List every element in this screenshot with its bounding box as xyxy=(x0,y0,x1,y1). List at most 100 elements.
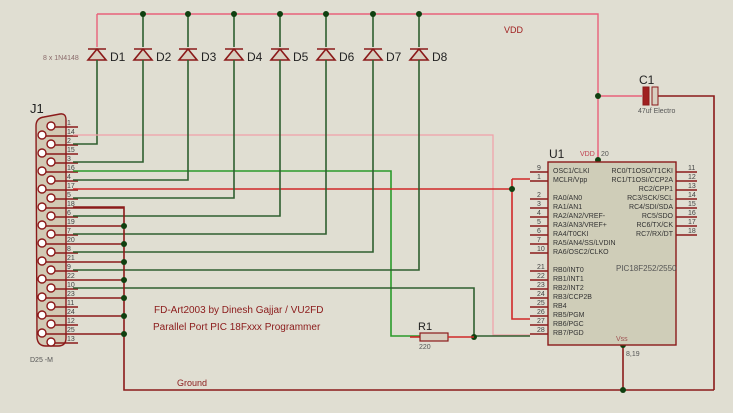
u1-pin-name: RA6/OSC2/CLKO xyxy=(553,249,609,256)
connector-pin-hole xyxy=(46,139,56,149)
u1-pin-name: RC1/T1OSI/CCP2A xyxy=(612,177,674,184)
wire-pin4-d3 xyxy=(73,60,189,181)
u1-pin-name: RC3/SCK/SCL xyxy=(627,195,673,202)
u1-pin-number: 22 xyxy=(537,273,545,280)
connector-pin-hole xyxy=(37,292,47,302)
connector-pin-number: 6 xyxy=(67,210,71,217)
wire-pin14-pgc xyxy=(73,134,530,336)
u1-pin-name: RC4/SDI/SDA xyxy=(629,204,673,211)
junction-dot xyxy=(140,11,146,17)
u1-vdd-pin: 20 xyxy=(601,151,609,158)
wire-pin16-r1 xyxy=(73,170,420,337)
u1-pin-name: RB7/PGD xyxy=(553,330,584,337)
diode-d5 xyxy=(269,14,291,61)
connector-pin-hole xyxy=(46,301,56,311)
connector-pin-hole xyxy=(46,337,56,347)
diode-part-note: 8 x 1N4148 xyxy=(43,55,79,62)
u1-pin-name: RA3/AN3/VREF+ xyxy=(553,222,607,229)
db25-connector: 1142153164175186197208219221023112412251… xyxy=(35,113,78,347)
connector-pin-number: 23 xyxy=(67,291,75,298)
u1-pin-number: 14 xyxy=(688,192,696,199)
u1-pin-number: 6 xyxy=(537,228,541,235)
wire-pin7-d6 xyxy=(73,60,327,235)
u1-ref: U1 xyxy=(549,147,565,161)
u1-pin-name: RB3/CCP2B xyxy=(553,294,592,301)
diode-label: D8 xyxy=(432,50,448,64)
u1-pin-name: RB2/INT2 xyxy=(553,285,584,292)
junction-dot xyxy=(121,295,127,301)
u1-pin-name: RB0/INT0 xyxy=(553,267,584,274)
u1-pin-name: RA2/AN2/VREF- xyxy=(553,213,606,220)
connector-pin-hole xyxy=(46,265,56,275)
u1-pin-number: 10 xyxy=(537,246,545,253)
u1-pin-name: RA1/AN1 xyxy=(553,204,582,211)
connector-pin-hole xyxy=(46,229,56,239)
connector-pin-number: 25 xyxy=(67,327,75,334)
title-line-2: Parallel Port PIC 18Fxxx Programmer xyxy=(153,322,321,333)
u1-pin-number: 9 xyxy=(537,165,541,172)
u1-pin-number: 5 xyxy=(537,219,541,226)
connector-pin-number: 10 xyxy=(67,282,75,289)
resistor-r1 xyxy=(410,332,474,342)
junction-dot xyxy=(121,241,127,247)
connector-pin-number: 8 xyxy=(67,246,71,253)
wire-pin2-d1 xyxy=(73,60,98,145)
connector-pin-number: 3 xyxy=(67,156,71,163)
connector-pin-number: 11 xyxy=(67,300,74,307)
wire-pin9-d8 xyxy=(73,60,420,271)
connector-pin-number: 16 xyxy=(67,165,75,172)
connector-pin-hole xyxy=(37,256,47,266)
junction-dot xyxy=(121,331,127,337)
u1-pin-number: 1 xyxy=(537,174,541,181)
u1-part: PIC18F252/2550 xyxy=(616,264,677,273)
diode-d6 xyxy=(315,14,337,61)
connector-pin-number: 1 xyxy=(67,120,71,127)
diode-label: D5 xyxy=(293,50,309,64)
junction-dot xyxy=(185,11,191,17)
u1-pin-number: 27 xyxy=(537,318,545,325)
capacitor-c1 xyxy=(642,86,715,385)
ground-net-label: Ground xyxy=(177,378,207,388)
connector-pin-number: 2 xyxy=(67,138,71,145)
connector-pin-number: 4 xyxy=(67,174,71,181)
diode-d3 xyxy=(177,14,199,61)
vdd-net-label: VDD xyxy=(504,25,524,35)
u1-pin-number: 12 xyxy=(688,174,696,181)
u1-pin-number: 15 xyxy=(688,201,696,208)
diode-d1 xyxy=(86,14,108,61)
junction-dot xyxy=(323,11,329,17)
connector-pin-number: 17 xyxy=(67,183,75,190)
u1-pin-number: 13 xyxy=(688,183,696,190)
connector-pin-number: 14 xyxy=(67,129,75,136)
connector-pin-number: 20 xyxy=(67,237,75,244)
junction-dot xyxy=(277,11,283,17)
connector-pin-hole xyxy=(37,310,47,320)
junction-dot xyxy=(121,259,127,265)
connector-pin-number: 15 xyxy=(67,147,75,154)
connector-pin-number: 13 xyxy=(67,336,75,343)
r1-ref: R1 xyxy=(418,321,432,333)
connector-pin-number: 5 xyxy=(67,192,71,199)
u1-pin-number: 16 xyxy=(688,210,696,217)
connector-pin-hole xyxy=(37,166,47,176)
u1-pin-number: 21 xyxy=(537,264,545,271)
u1-pin-name: RC2/CPP1 xyxy=(639,186,673,193)
junction-dot xyxy=(121,223,127,229)
u1-pin-name: RB4 xyxy=(553,303,567,310)
u1-pin-number: 4 xyxy=(537,210,541,217)
u1-pin-name: RB5/PGM xyxy=(553,312,585,319)
junction-dot xyxy=(620,387,626,393)
u1-body xyxy=(547,161,677,346)
j1-ref: J1 xyxy=(30,101,44,116)
u1-pin-name: RB1/INT1 xyxy=(553,276,584,283)
connector-pin-hole xyxy=(46,193,56,203)
connector-pin-number: 24 xyxy=(67,309,75,316)
u1-pin-number: 24 xyxy=(537,291,545,298)
u1-vss-pins: 8,19 xyxy=(626,351,640,358)
connector-pin-hole xyxy=(46,319,56,329)
connector-pin-hole xyxy=(37,130,47,140)
connector-pin-hole xyxy=(46,283,56,293)
u1-pin-name: RC5/SDO xyxy=(642,213,674,220)
diode-label: D3 xyxy=(201,50,217,64)
